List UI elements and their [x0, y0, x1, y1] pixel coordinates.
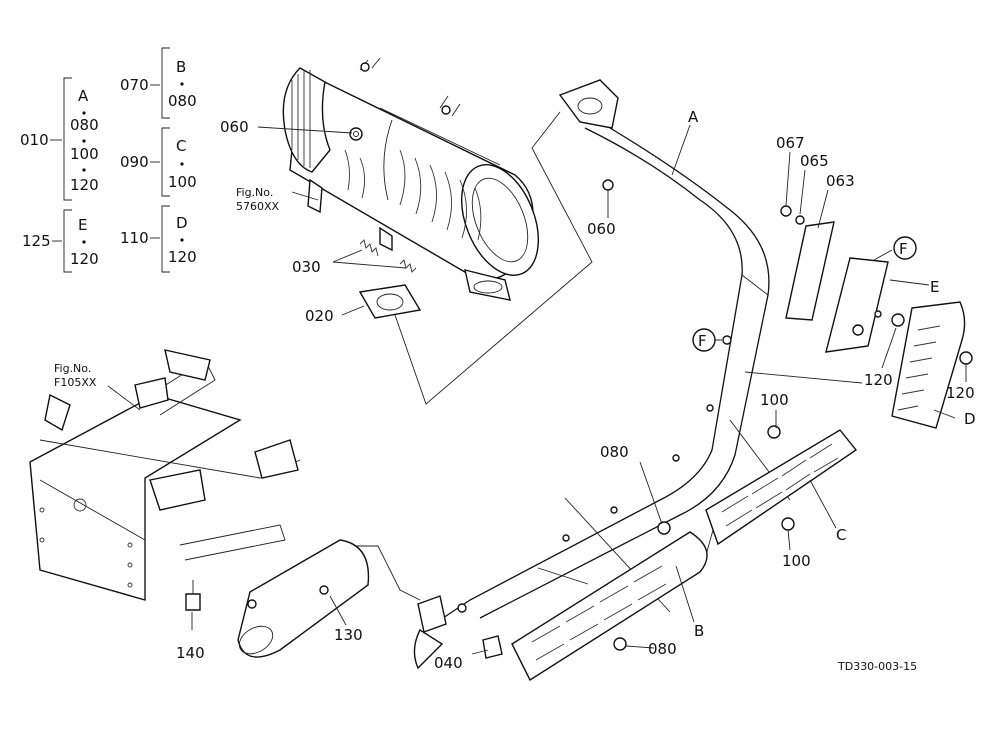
legend-code-090: 090 — [120, 153, 149, 171]
heat-shield-c — [705, 425, 858, 546]
legend-code-010: 010 — [20, 131, 49, 149]
legend-item: B — [176, 58, 186, 76]
drawing-id: TD330-003-15 — [837, 660, 917, 673]
ref-circle-f — [893, 236, 917, 260]
legend-item: 120 — [70, 250, 99, 268]
legend-item: 120 — [70, 176, 99, 194]
callout-f: F — [899, 240, 908, 258]
callout-labels: 060 030 020 060 A 067 065 063 F F E 120 … — [54, 108, 976, 673]
callout-f: F — [698, 332, 707, 350]
legend-item: 080 — [70, 116, 99, 134]
legend-item: 100 — [168, 173, 197, 191]
legend-item: 120 — [168, 248, 197, 266]
legend-item: 080 — [168, 92, 197, 110]
callout-040: 040 — [434, 654, 463, 672]
cover-plate-063 — [780, 205, 835, 321]
callout-140: 140 — [176, 644, 205, 662]
callout-100: 100 — [782, 552, 811, 570]
callout-100: 100 — [760, 391, 789, 409]
callout-130: 130 — [334, 626, 363, 644]
callout-067: 067 — [776, 134, 805, 152]
legend-code-125: 125 — [22, 232, 51, 250]
heat-shield-d — [891, 301, 973, 429]
callout-080: 080 — [648, 640, 677, 658]
legend-item: C — [176, 137, 186, 155]
legend-code-070: 070 — [120, 76, 149, 94]
callout-a: A — [688, 108, 699, 126]
frame-fig-ref-line2: F105XX — [54, 376, 97, 389]
callout-063: 063 — [826, 172, 855, 190]
muffler-fig-ref-line1: Fig.No. — [236, 186, 273, 199]
muffler-fig-ref-line2: 5760XX — [236, 200, 280, 213]
legend-item: A — [78, 87, 89, 105]
callout-060: 060 — [220, 118, 249, 136]
callout-d: D — [964, 410, 976, 428]
bolt-040 — [482, 635, 503, 659]
callout-080: 080 — [600, 443, 629, 461]
callout-065: 065 — [800, 152, 829, 170]
legend-item: E — [78, 216, 87, 234]
callout-leaders — [107, 124, 967, 655]
callout-060: 060 — [587, 220, 616, 238]
callout-120: 120 — [946, 384, 975, 402]
callout-c: C — [836, 526, 846, 544]
callout-e: E — [930, 278, 939, 296]
callout-030: 030 — [292, 258, 321, 276]
heat-shield-b — [511, 521, 708, 682]
bracket-e — [825, 257, 889, 353]
legend-item: 100 — [70, 145, 99, 163]
tail-pipe-130 — [237, 539, 370, 658]
frame-fig-ref-line1: Fig.No. — [54, 362, 91, 375]
legend-item: D — [176, 214, 188, 232]
muffler-assembly — [282, 57, 539, 319]
callout-120: 120 — [864, 371, 893, 389]
legend-code-110: 110 — [120, 229, 149, 247]
vehicle-frame — [29, 349, 301, 611]
ref-circle-f — [692, 328, 716, 352]
callout-b: B — [694, 622, 704, 640]
legend: 010 A 080 100 120 070 B 080 090 C 100 11… — [20, 47, 197, 273]
callout-020: 020 — [305, 307, 334, 325]
